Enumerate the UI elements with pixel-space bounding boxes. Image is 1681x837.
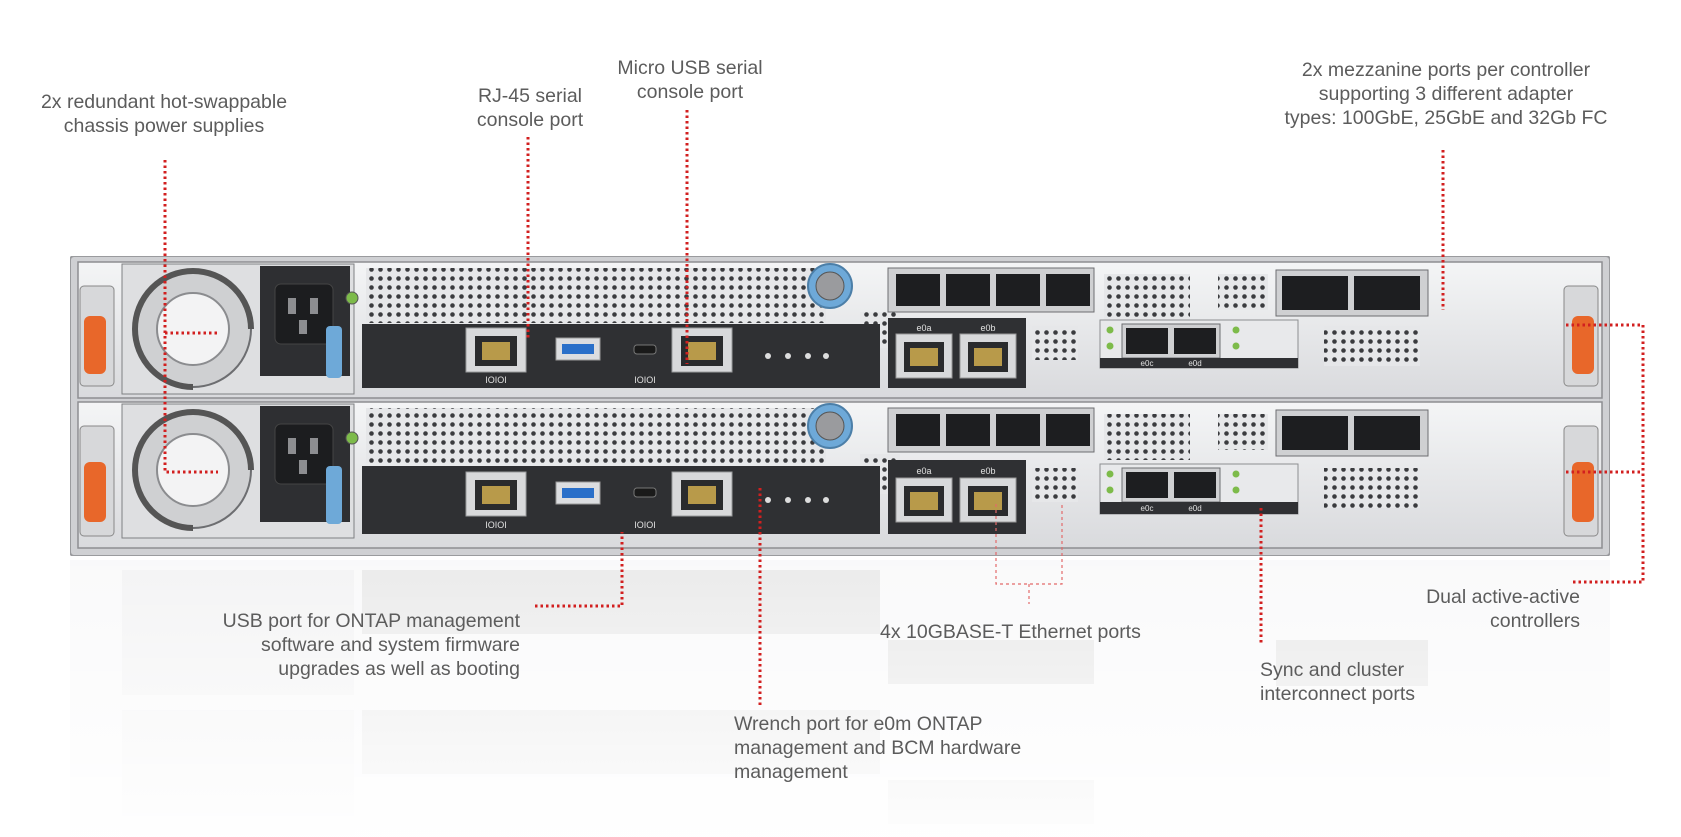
storage-chassis-rear: IOIOI IOIOI e0a e0b e0c e0d (70, 256, 1610, 556)
port-label-e0c: e0c (1141, 359, 1154, 368)
leader-usb (535, 532, 624, 608)
port-label-e0d: e0d (1188, 359, 1201, 368)
blue-handle-icon (326, 466, 342, 524)
port-label-e0d: e0d (1188, 504, 1201, 513)
leader-ethernet (995, 504, 1063, 604)
orange-latch-icon (84, 316, 106, 374)
controller-bottom: IOIOI IOIOI e0a e0b e0c e0d (77, 401, 1603, 549)
leader-controllers (1566, 323, 1645, 584)
power-supply-top (121, 263, 359, 395)
port-label: IOIOI (485, 520, 507, 530)
micro-usb-port (633, 344, 657, 355)
fan-icon (156, 292, 230, 366)
port-label-e0c: e0c (1141, 504, 1154, 513)
port-label: IOIOI (634, 375, 656, 385)
port-label-e0a: e0a (916, 466, 931, 476)
port-label-e0b: e0b (980, 466, 995, 476)
callout-ethernet-ports: 4x 10GBASE-T Ethernet ports (880, 621, 1141, 643)
power-supply-bottom (121, 403, 359, 539)
vent-grille (366, 268, 826, 323)
port-label: IOIOI (485, 375, 507, 385)
orange-latch-icon (1572, 462, 1594, 522)
fan-icon (156, 433, 230, 507)
controller-top: IOIOI IOIOI e0a e0b e0c e0d (77, 261, 1603, 399)
reflection-fade (0, 560, 1681, 837)
io-panel-bottom (362, 466, 880, 534)
orange-latch-icon (84, 462, 106, 522)
port-label: IOIOI (634, 520, 656, 530)
orange-latch-icon (1572, 316, 1594, 374)
port-label-e0a: e0a (916, 323, 931, 333)
blue-handle-icon (326, 326, 342, 378)
io-panel-top (362, 324, 880, 388)
port-label-e0b: e0b (980, 323, 995, 333)
leader-power (163, 160, 218, 474)
